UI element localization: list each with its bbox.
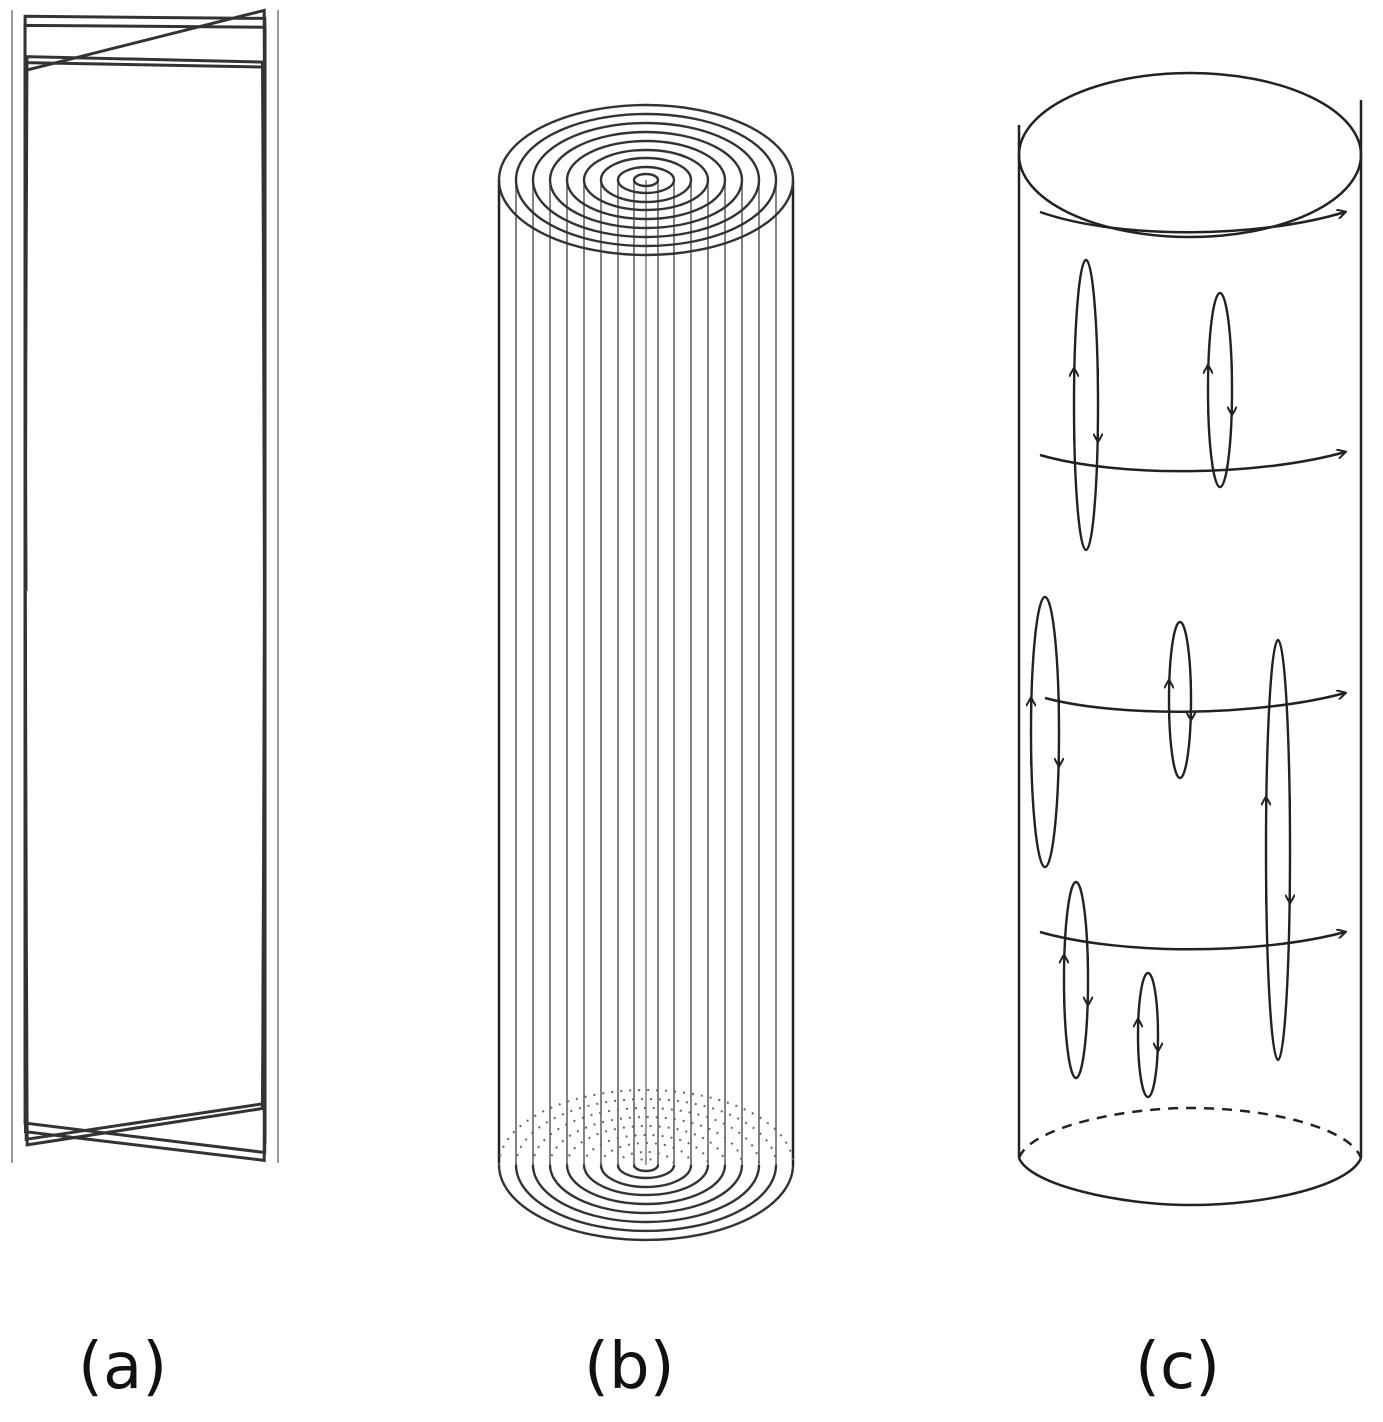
hidden-ring xyxy=(566,1125,726,1166)
vortex-loop xyxy=(1072,258,1100,552)
hidden-ring xyxy=(600,1142,692,1166)
top-ring xyxy=(632,172,660,188)
bottom-ring xyxy=(565,1164,727,1206)
vortex-loop xyxy=(1167,620,1193,780)
top-ring xyxy=(548,130,744,230)
bottom-ring xyxy=(497,1164,795,1242)
top-ring xyxy=(599,156,693,204)
panel-a-helix xyxy=(11,8,279,1163)
top-ring xyxy=(497,103,795,257)
vortex-loop xyxy=(1206,291,1234,489)
top-ring xyxy=(514,112,778,248)
cylinder-bottom-hidden-arc xyxy=(1017,1106,1363,1159)
vortex-loop xyxy=(1029,595,1061,869)
vortex-loops xyxy=(1029,258,1292,1099)
bottom-ring xyxy=(632,1164,660,1173)
bottom-ring xyxy=(599,1164,693,1189)
cylinder-top-ellipse xyxy=(1017,71,1363,239)
hidden-ring xyxy=(532,1107,760,1166)
bottom-ring xyxy=(514,1164,778,1233)
hidden-ring xyxy=(549,1116,743,1166)
helix-curve xyxy=(23,8,267,1163)
panel-c-vortex-cylinder xyxy=(1017,71,1363,1207)
vortex-loop xyxy=(1136,971,1160,1099)
top-ring xyxy=(616,165,676,195)
cylinder-bottom-front-arc xyxy=(1017,1157,1363,1207)
azimuthal-flow-arrow-3 xyxy=(1044,693,1345,713)
cylinder-vertical-lines xyxy=(497,180,795,1165)
vortex-loop xyxy=(1062,880,1090,1080)
bottom-ring xyxy=(616,1164,676,1180)
cylinder-top-rings xyxy=(497,103,795,257)
azimuthal-flow-arrow-1 xyxy=(1039,212,1345,234)
panel-b-label: (b) xyxy=(584,1330,675,1404)
top-ring xyxy=(565,139,727,221)
bottom-ring xyxy=(531,1164,761,1224)
panel-c-label: (c) xyxy=(1135,1330,1221,1404)
panel-b-concentric-cylinder xyxy=(497,103,795,1242)
azimuthal-flow-arrow-2 xyxy=(1039,452,1345,473)
cylinder-bottom-rings xyxy=(497,1164,795,1242)
top-ring xyxy=(582,148,710,212)
bottom-ring xyxy=(582,1164,710,1197)
bottom-ring xyxy=(548,1164,744,1215)
top-ring xyxy=(531,121,761,239)
azimuthal-flow-arrow-4 xyxy=(1039,932,1345,951)
vortex-loop xyxy=(1264,638,1292,1062)
panel-a-label: (a) xyxy=(78,1330,168,1404)
cylinder-bottom-hidden-rings xyxy=(498,1089,794,1166)
